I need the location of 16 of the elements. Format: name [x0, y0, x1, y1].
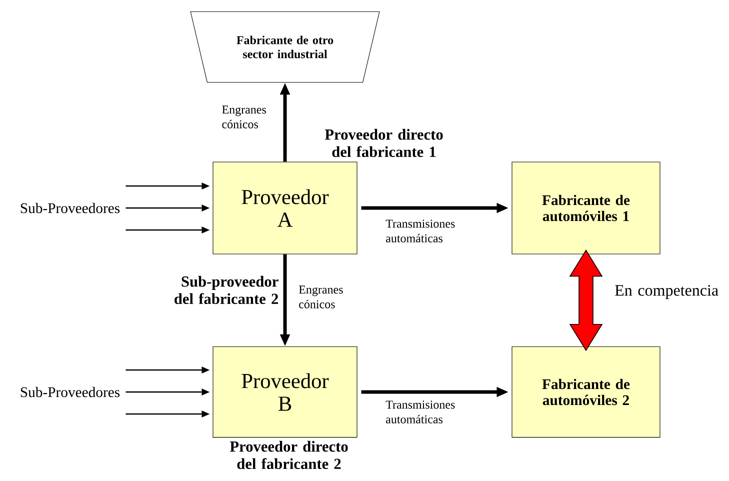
- edge-label: En competencia: [615, 284, 718, 299]
- edge-label: Transmisiones automáticas: [386, 400, 455, 424]
- process-box: Proveedor B: [212, 346, 358, 438]
- role-label: Proveedor directo del fabricante 2: [230, 440, 348, 470]
- process-box: Fabricante de automóviles 1: [512, 162, 660, 254]
- source-label: Sub-Proveedores: [20, 386, 120, 398]
- edge-label: Engranes cónicos: [298, 286, 343, 308]
- edge-label: Transmisiones automáticas: [386, 220, 455, 242]
- role-label: Proveedor directo del fabricante 1: [324, 128, 443, 158]
- process-box: Fabricante de automóviles 2: [512, 346, 660, 438]
- role-label: Sub-proveedor del fabricante 2: [174, 276, 278, 304]
- source-label: Sub-Proveedores: [20, 202, 120, 214]
- double-arrow: [569, 250, 603, 352]
- process-box: Proveedor A: [212, 162, 358, 254]
- edge-label: Engranes cónicos: [222, 106, 266, 128]
- trapezoid-box: Fabricante de otro sector industrial: [190, 11, 380, 83]
